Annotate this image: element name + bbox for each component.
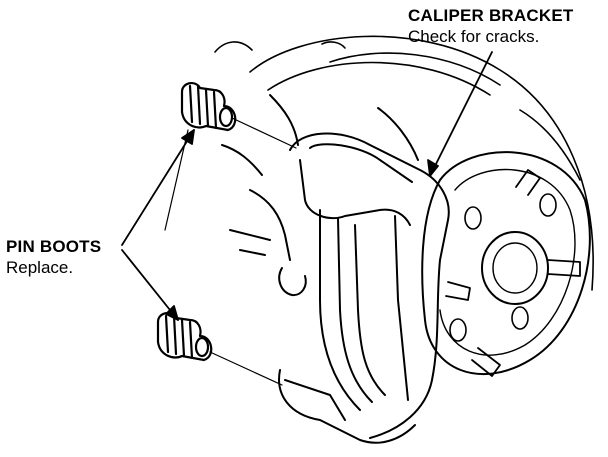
caliper-bracket-title: CALIPER BRACKET bbox=[408, 6, 574, 25]
pin-boots-title: PIN BOOTS bbox=[6, 237, 102, 256]
pin-boots-callout: PIN BOOTS Replace. bbox=[6, 237, 101, 278]
caliper-bracket-leader bbox=[427, 51, 493, 177]
caliper-bracket-callout: CALIPER BRACKET Check for cracks. bbox=[408, 6, 573, 47]
pin-boot-icon bbox=[156, 312, 213, 362]
caliper-bracket-note: Check for cracks. bbox=[408, 27, 540, 46]
wheel-hub-icon bbox=[421, 151, 591, 377]
caliper-bracket-icon bbox=[221, 94, 450, 444]
brake-disc-icon bbox=[214, 35, 594, 291]
pin-boot-icon bbox=[180, 82, 237, 132]
pin-boots-note: Replace. bbox=[6, 258, 74, 277]
assembly-guide-lines bbox=[164, 117, 297, 386]
pin-boots-leader bbox=[121, 129, 195, 321]
